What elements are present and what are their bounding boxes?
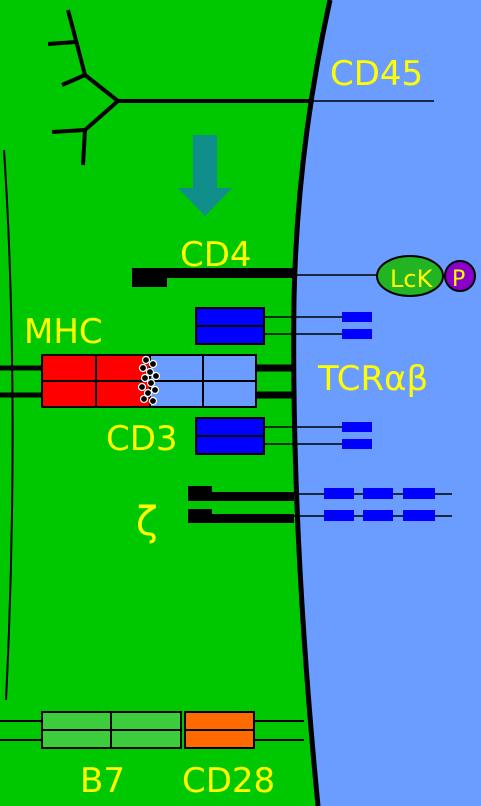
cd45-label: CD45 xyxy=(330,54,423,94)
zeta-label: ζ xyxy=(136,499,158,545)
tcr-complex xyxy=(149,354,257,408)
cd28-molecule xyxy=(184,711,255,749)
tcr-label: TCRαβ xyxy=(317,359,428,399)
b7-label: B7 xyxy=(80,761,125,801)
cd3-label: CD3 xyxy=(106,419,178,459)
b7-cd28-stalks xyxy=(0,720,304,741)
phosphate-group: P xyxy=(444,260,476,292)
t-cell-region xyxy=(293,0,481,806)
apc-membrane xyxy=(3,149,14,701)
down-arrow-icon xyxy=(178,135,232,216)
b7-molecule xyxy=(41,711,182,749)
zeta-chains xyxy=(188,486,452,523)
mhc-label: MHC xyxy=(24,312,103,352)
receptor-stalks xyxy=(0,364,296,399)
cd3-lower xyxy=(195,417,372,455)
t-cell-membrane xyxy=(291,0,333,806)
phospho-label: P xyxy=(452,267,465,292)
lck-label: LcK xyxy=(390,265,434,293)
cd45-molecule xyxy=(47,9,434,166)
cd28-label: CD28 xyxy=(182,761,275,801)
lck-kinase: LcK xyxy=(376,255,444,297)
mhc-complex xyxy=(41,354,151,408)
peptide-cluster-icon xyxy=(137,355,161,406)
cd3-upper xyxy=(195,307,372,345)
cd4-molecule xyxy=(132,268,378,287)
